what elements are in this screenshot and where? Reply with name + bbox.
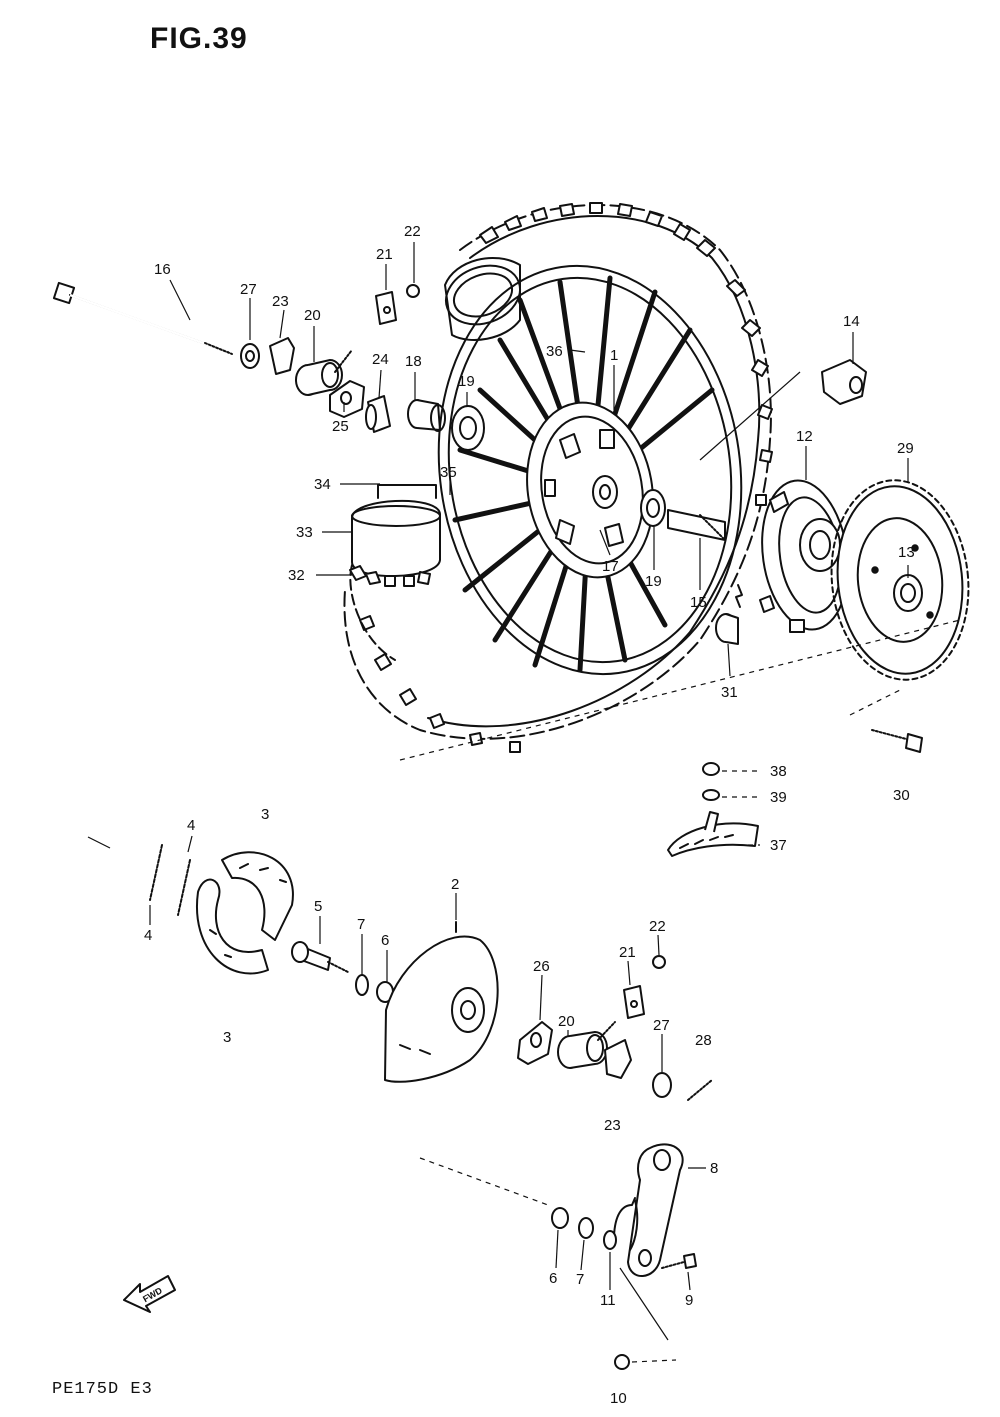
callout-7b: 7 bbox=[576, 1271, 584, 1288]
callout-4b: 4 bbox=[144, 927, 152, 944]
callout-35: 35 bbox=[440, 464, 457, 481]
callout-9: 9 bbox=[685, 1292, 693, 1309]
callout-31: 31 bbox=[721, 684, 738, 701]
forward-direction-arrow: FWD bbox=[123, 1275, 176, 1313]
callout-1: 1 bbox=[610, 347, 618, 364]
callout-13: 13 bbox=[898, 544, 915, 561]
callout-3: 3 bbox=[261, 806, 269, 823]
nut-22-upper bbox=[406, 284, 420, 298]
callout-labels: 16 27 23 20 21 22 24 18 19 25 36 1 14 12… bbox=[144, 223, 915, 1407]
rear-axle bbox=[52, 281, 233, 355]
callout-17: 17 bbox=[602, 558, 619, 575]
brake-panel-2 bbox=[384, 921, 499, 1083]
tire-tube-section bbox=[349, 484, 441, 661]
brake-springs-4 bbox=[149, 844, 191, 916]
callout-22: 22 bbox=[404, 223, 421, 240]
nut-38 bbox=[702, 762, 720, 776]
callout-36: 36 bbox=[546, 343, 563, 360]
callout-11: 11 bbox=[600, 1292, 616, 1309]
plate-26 bbox=[517, 1021, 553, 1065]
washer-39 bbox=[702, 789, 720, 801]
callout-21: 21 bbox=[376, 246, 393, 263]
callout-4: 4 bbox=[187, 817, 195, 834]
callout-18: 18 bbox=[405, 353, 422, 370]
lock-plate-37 bbox=[667, 811, 759, 857]
washer-11 bbox=[603, 1230, 617, 1250]
callout-10: 10 bbox=[610, 1390, 627, 1407]
callout-24: 24 bbox=[372, 351, 389, 368]
callout-23b: 23 bbox=[604, 1117, 621, 1134]
callout-21b: 21 bbox=[619, 944, 636, 961]
sprocket-carrier-12 bbox=[759, 479, 849, 633]
callout-27: 27 bbox=[240, 281, 257, 298]
brake-shoes-3 bbox=[195, 851, 294, 975]
callout-12: 12 bbox=[796, 428, 813, 445]
callout-33: 33 bbox=[296, 524, 313, 541]
collar-31 bbox=[715, 613, 739, 645]
callout-30: 30 bbox=[893, 787, 910, 804]
callout-16: 16 bbox=[154, 261, 171, 278]
callout-3b: 3 bbox=[223, 1029, 231, 1046]
washer-27 bbox=[240, 343, 260, 369]
callout-2: 2 bbox=[451, 876, 459, 893]
callout-6b: 6 bbox=[549, 1270, 557, 1287]
callout-6: 6 bbox=[381, 932, 389, 949]
callout-5: 5 bbox=[314, 898, 322, 915]
nut-27-lower bbox=[652, 1072, 672, 1098]
collar-24 bbox=[365, 395, 391, 433]
figure-title: FIG.39 bbox=[150, 22, 248, 55]
callout-38: 38 bbox=[770, 763, 787, 780]
sprocket-bolt-30 bbox=[871, 729, 923, 753]
brake-cam-lever-8 bbox=[627, 1143, 684, 1277]
callout-15: 15 bbox=[690, 594, 707, 611]
cam-lever-bolt-9 bbox=[661, 1253, 697, 1269]
callout-25: 25 bbox=[332, 418, 349, 435]
wheel-hub bbox=[526, 401, 726, 579]
callout-23: 23 bbox=[272, 293, 289, 310]
callout-19b: 19 bbox=[645, 573, 662, 590]
callout-32: 32 bbox=[288, 567, 305, 584]
plate-25 bbox=[329, 380, 365, 418]
callout-14: 14 bbox=[843, 313, 860, 330]
rim-band-upper bbox=[444, 256, 521, 341]
callout-8: 8 bbox=[710, 1160, 718, 1177]
washer-7-upper bbox=[355, 974, 369, 996]
chain-adjuster-23 bbox=[269, 337, 295, 375]
oil-seal-6-lower bbox=[551, 1207, 569, 1229]
bearing-19-upper bbox=[451, 405, 485, 451]
callout-27b: 27 bbox=[653, 1017, 670, 1034]
rear-sprocket-29 bbox=[830, 479, 970, 681]
callout-20b: 20 bbox=[558, 1013, 575, 1030]
callout-20: 20 bbox=[304, 307, 321, 324]
callout-39: 39 bbox=[770, 789, 787, 806]
callout-26: 26 bbox=[533, 958, 550, 975]
rim bbox=[437, 264, 743, 676]
callout-7: 7 bbox=[357, 916, 365, 933]
brake-cam-5 bbox=[291, 941, 349, 973]
callout-22b: 22 bbox=[649, 918, 666, 935]
bolt-28 bbox=[687, 1079, 713, 1101]
rear-tire bbox=[343, 202, 773, 753]
return-spring bbox=[613, 1197, 636, 1237]
chain-adjuster-23-lower bbox=[604, 1039, 632, 1079]
nut-10 bbox=[614, 1354, 630, 1370]
spacer-18 bbox=[407, 399, 446, 432]
model-code: PE175D E3 bbox=[52, 1380, 153, 1399]
callout-19: 19 bbox=[458, 373, 475, 390]
callout-28: 28 bbox=[695, 1032, 712, 1049]
spacer-20-upper bbox=[295, 349, 353, 396]
callout-34: 34 bbox=[314, 476, 331, 493]
leader-lines bbox=[149, 242, 909, 1291]
callout-37: 37 bbox=[770, 837, 787, 854]
damper-14 bbox=[821, 359, 867, 405]
callout-29: 29 bbox=[897, 440, 914, 457]
nut-22-lower bbox=[652, 955, 666, 969]
washer-7-lower bbox=[578, 1217, 594, 1239]
